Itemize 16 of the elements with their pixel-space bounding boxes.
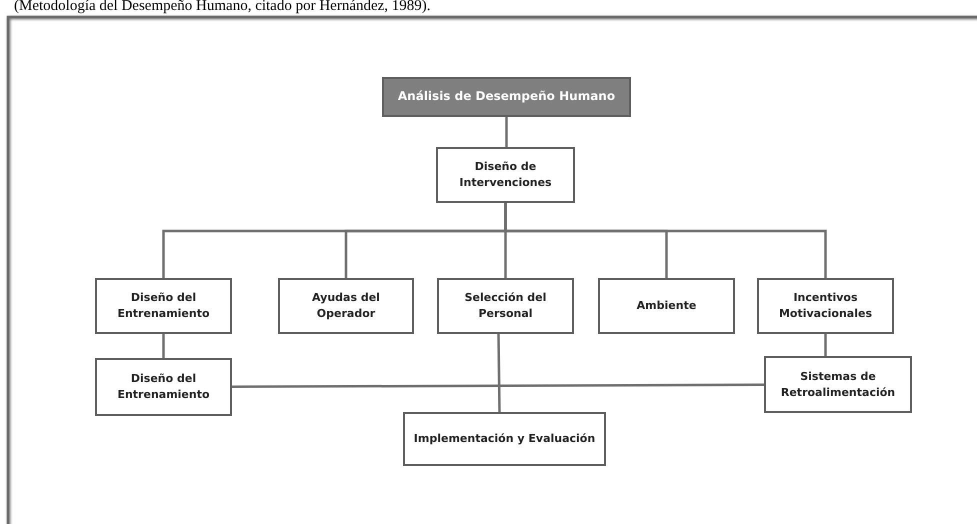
- process-box: Diseño de Intervenciones: [436, 147, 575, 203]
- connector-line: [497, 334, 501, 412]
- connector-line: [504, 203, 827, 278]
- process-box: Sistemas de Retroalimentación: [764, 356, 912, 413]
- process-box: Ambiente: [598, 278, 735, 334]
- connector-line: [824, 334, 827, 356]
- connector-line: [232, 384, 764, 388]
- process-box: Selección del Personal: [437, 278, 574, 334]
- connector-line: [162, 334, 165, 358]
- connector-line: [505, 117, 508, 147]
- process-box: Implementación y Evaluación: [403, 412, 606, 466]
- process-box: Diseño del Entrenamiento: [95, 278, 232, 334]
- process-box: Diseño del Entrenamiento: [95, 358, 232, 416]
- header-box: Análisis de Desempeño Humano: [382, 77, 631, 117]
- process-box: Incentivos Motivacionales: [757, 278, 894, 334]
- process-box: Ayudas del Operador: [278, 278, 414, 334]
